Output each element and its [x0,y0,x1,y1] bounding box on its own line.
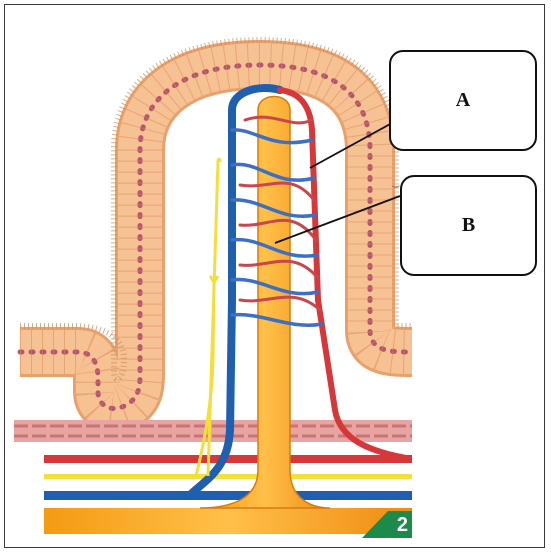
label-box-a: A [389,50,537,151]
lymph-duct-horizontal [44,508,414,534]
page-badge-number: 2 [397,514,408,537]
label-a-text: A [456,89,470,112]
nerve-horizontal [44,474,414,479]
page-badge: 2 [362,511,414,539]
label-box-b: B [400,175,537,276]
small-mark: ⌣ [391,178,400,194]
vein-horizontal [44,491,414,500]
label-b-text: B [462,214,475,237]
artery-horizontal [44,455,414,463]
